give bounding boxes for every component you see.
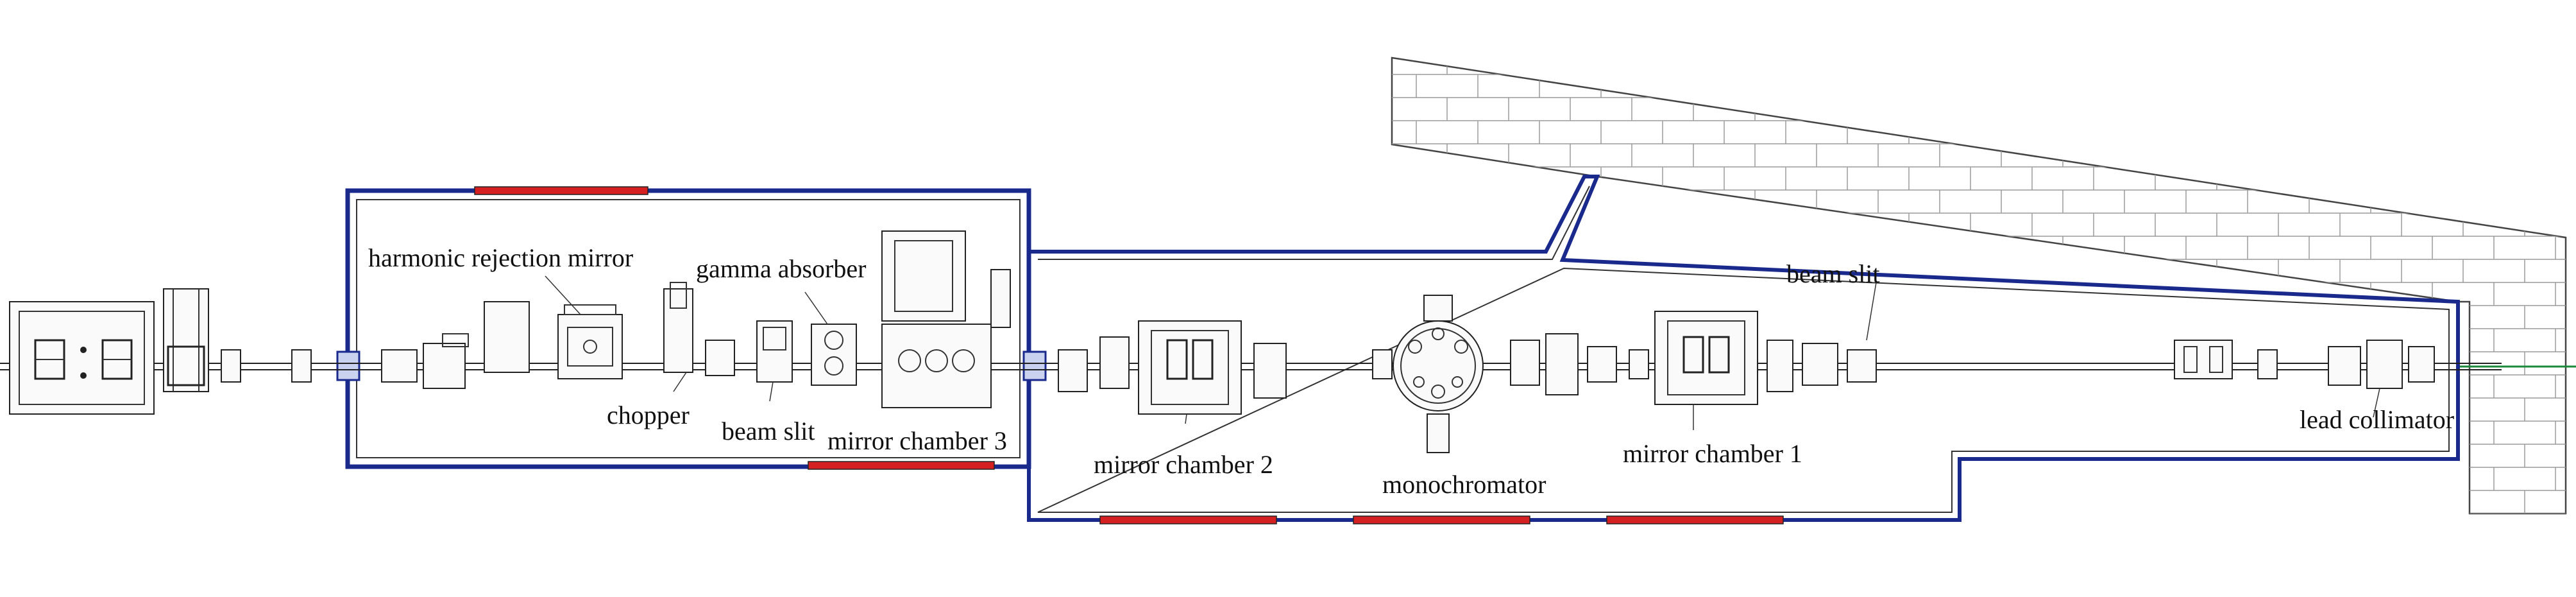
- label-monochromator: monochromator: [1382, 470, 1546, 499]
- bellows-1: [221, 349, 312, 383]
- mirror-chamber-1-device: [1654, 311, 1793, 405]
- label-mirror-chamber-3: mirror chamber 3: [827, 426, 1007, 455]
- mirror-chamber-2-device: [1058, 320, 1287, 415]
- gamma-absorber-device: [811, 324, 857, 386]
- beam-slit-1-device: [756, 320, 793, 383]
- harmonic-rejection-mirror-chamber: [484, 301, 623, 379]
- leader-lines: [545, 275, 2380, 430]
- shielding-bottom-1: [1099, 515, 1277, 524]
- front-end-slit: [163, 288, 209, 392]
- downstream-devices: [2174, 340, 2278, 379]
- pipe-section-h1: [381, 333, 469, 389]
- shielding-bottom-2: [1353, 515, 1530, 524]
- shielding-bottom-left: [808, 461, 995, 470]
- label-beam-slit-2: beam slit: [1786, 259, 1880, 288]
- label-harmonic-rejection-mirror: harmonic rejection mirror: [368, 243, 633, 272]
- label-gamma-absorber: gamma absorber: [696, 254, 866, 283]
- label-chopper: chopper: [607, 401, 690, 429]
- lead-collimator-device: [2328, 340, 2435, 389]
- chopper-device: [663, 282, 735, 376]
- shielding-top-left: [474, 186, 648, 195]
- shielding-brick-wall: [1391, 56, 2567, 515]
- shielding-bottom-3: [1606, 515, 1784, 524]
- port-block-left: [336, 350, 360, 381]
- label-lead-collimator: lead collimator: [2300, 405, 2454, 434]
- port-block-main: [1022, 350, 1047, 381]
- post-mono-devices: [1510, 333, 1649, 395]
- monochromator-device: [1372, 295, 1484, 453]
- label-mirror-chamber-2: mirror chamber 2: [1094, 450, 1273, 479]
- label-mirror-chamber-1: mirror chamber 1: [1623, 439, 1802, 468]
- label-beam-slit-1: beam slit: [722, 417, 815, 446]
- front-end-chamber: [9, 301, 155, 415]
- mirror-chamber-3-device: [881, 230, 1011, 408]
- hutch-main: [1022, 175, 2460, 524]
- beam-slit-2-device: [1802, 343, 1877, 386]
